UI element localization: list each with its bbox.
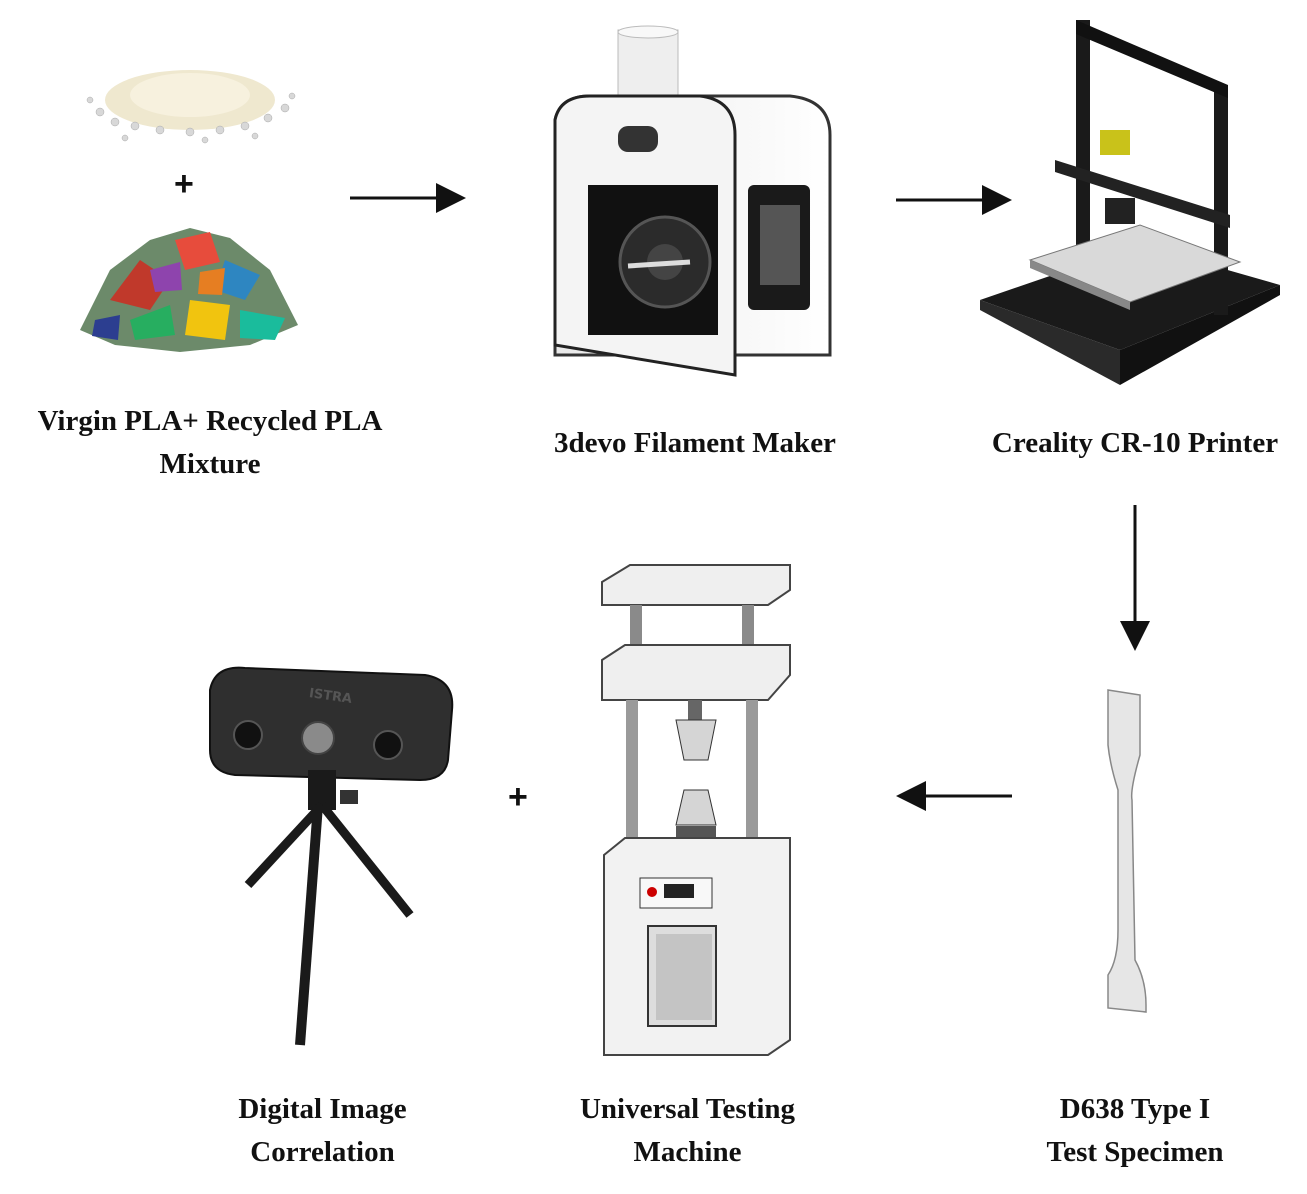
- label-mixture: Virgin PLA+ Recycled PLA Mixture: [10, 400, 410, 486]
- label-filament-maker: 3devo Filament Maker: [510, 422, 880, 465]
- recycled-pla-shreds: [80, 228, 298, 352]
- label-utm-line2: Machine: [633, 1136, 742, 1168]
- label-dic-line2: Correlation: [250, 1136, 395, 1168]
- virgin-pla-pellets: [86, 70, 296, 144]
- label-dic: Digital Image Correlation: [190, 1088, 455, 1174]
- label-printer-line1: Creality CR-10 Printer: [991, 427, 1279, 459]
- label-mixture-line2: Mixture: [159, 448, 261, 480]
- camera-brand-text: ISTRA: [308, 686, 353, 707]
- utm-illustration: [601, 564, 791, 1056]
- label-specimen-line1: D638 Type I: [1059, 1093, 1211, 1125]
- label-specimen-line2: Test Specimen: [1046, 1136, 1224, 1168]
- filament-maker-illustration: [553, 25, 832, 377]
- dic-camera-illustration: ISTRA: [209, 666, 454, 1046]
- label-utm-line1: Universal Testing: [579, 1093, 796, 1125]
- label-printer: Creality CR-10 Printer: [975, 422, 1295, 465]
- plus-sign-bottom: +: [508, 778, 528, 816]
- label-dic-line1: Digital Image: [238, 1093, 407, 1125]
- label-specimen: D638 Type I Test Specimen: [1000, 1088, 1270, 1174]
- printer-illustration: [980, 20, 1280, 385]
- plus-sign-top: +: [174, 165, 194, 203]
- label-mixture-line1: Virgin PLA+ Recycled PLA: [37, 405, 383, 437]
- test-specimen-illustration: [1107, 689, 1147, 1013]
- label-utm: Universal Testing Machine: [540, 1088, 835, 1174]
- label-filament-maker-line1: 3devo Filament Maker: [554, 427, 836, 459]
